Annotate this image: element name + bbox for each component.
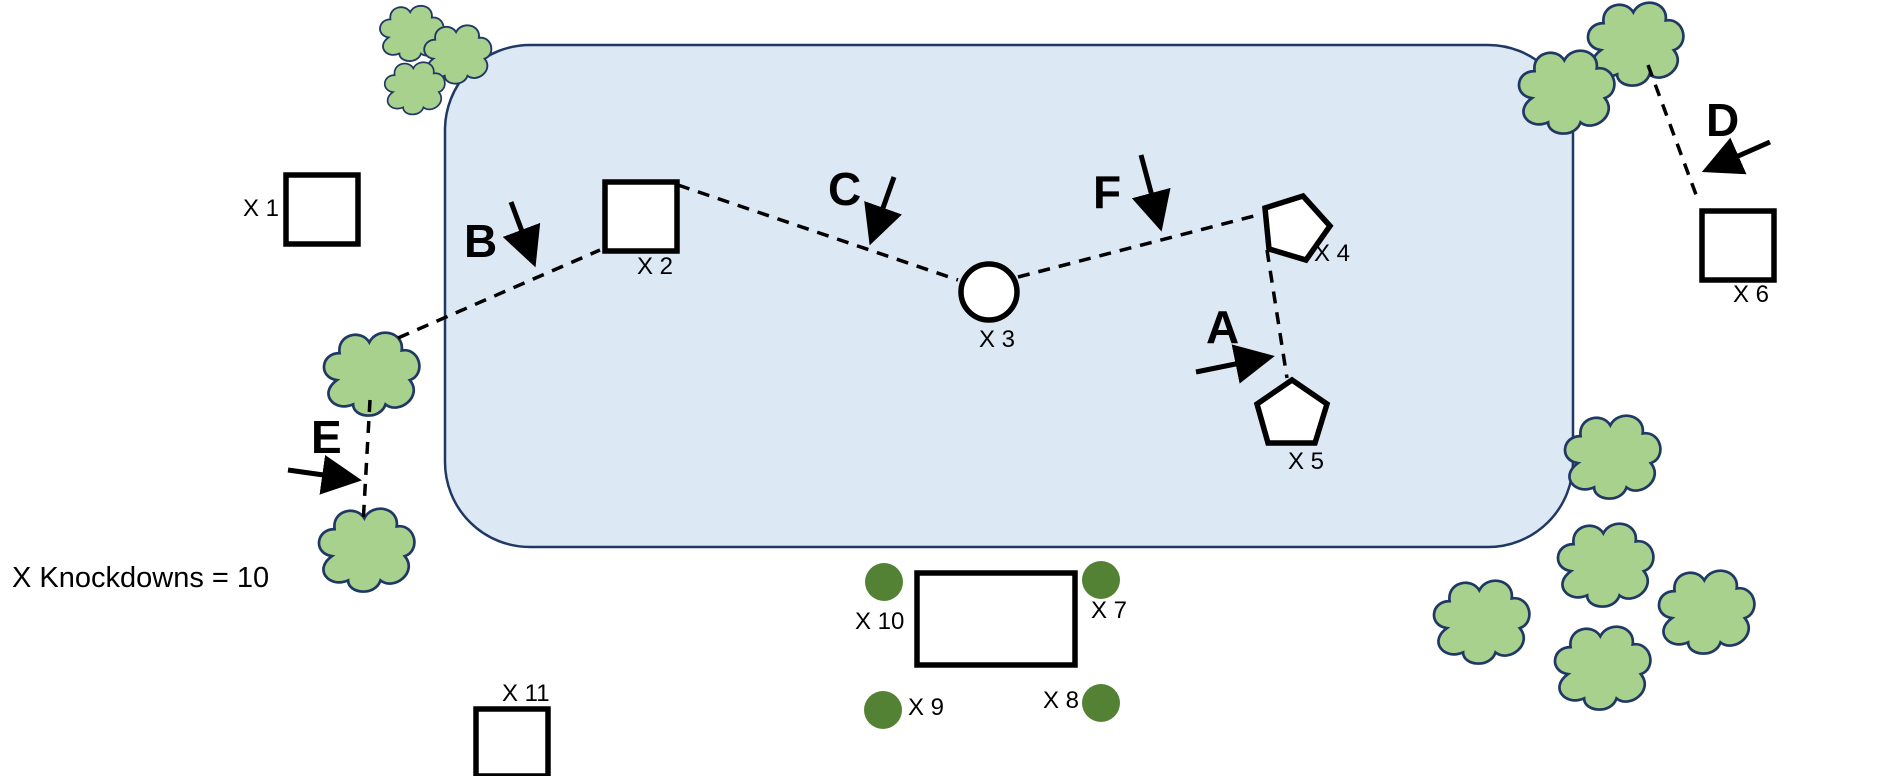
shot-line — [1265, 249, 1289, 379]
arrow-icon — [864, 176, 902, 246]
bush-icon — [1563, 414, 1662, 500]
arrow-label-b: B — [464, 215, 497, 267]
post-icon — [1082, 684, 1120, 722]
bush-icon — [1432, 579, 1531, 665]
arrow-label-f: F — [1093, 166, 1121, 218]
arrow-icon — [1701, 137, 1772, 175]
shot-line — [677, 183, 959, 282]
arrow-label-c: C — [828, 163, 861, 215]
arrow-label-a: A — [1206, 301, 1239, 353]
target-label-x10: X 10 — [855, 608, 904, 635]
arrow-icon — [287, 455, 362, 495]
shot-line — [1646, 64, 1700, 201]
target-x11-square — [473, 706, 551, 776]
arrow-label-e: E — [311, 411, 342, 463]
bush-icon — [1553, 625, 1652, 711]
knockdowns-note: X Knockdowns = 10 — [12, 562, 269, 594]
target-label-x8: X 8 — [1043, 687, 1079, 714]
arrow-label-d: D — [1706, 94, 1739, 146]
bush-icon — [322, 331, 421, 417]
bush-icon — [317, 507, 416, 593]
shot-line — [397, 248, 601, 340]
target-label-x9: X 9 — [908, 694, 944, 721]
shot-line — [361, 399, 372, 526]
target-label-x4: X 4 — [1314, 240, 1350, 267]
post-icon — [1082, 561, 1120, 599]
target-x3-circle — [958, 261, 1020, 323]
target-x4-pentagon — [1262, 192, 1334, 264]
target-label-x3: X 3 — [979, 326, 1015, 353]
target-label-x11: X 11 — [502, 680, 550, 707]
target-label-x2: X 2 — [637, 253, 673, 280]
target-x5-pentagon — [1253, 376, 1331, 446]
arrow-icon — [1131, 154, 1171, 232]
bush-icon — [1657, 569, 1756, 655]
arrow-icon — [502, 201, 541, 268]
target-label-x5: X 5 — [1288, 448, 1324, 475]
target-label-x1: X 1 — [243, 195, 279, 222]
target-x2-square — [602, 179, 680, 254]
target-x6-square — [1699, 208, 1777, 283]
post-icon — [865, 563, 903, 601]
table-box — [914, 570, 1078, 668]
arrow-icon — [1195, 344, 1275, 384]
target-label-x7: X 7 — [1091, 597, 1127, 624]
target-x1-square — [283, 172, 361, 247]
target-label-x6: X 6 — [1733, 281, 1769, 308]
post-icon — [864, 691, 902, 729]
bush-icon — [1556, 522, 1655, 608]
